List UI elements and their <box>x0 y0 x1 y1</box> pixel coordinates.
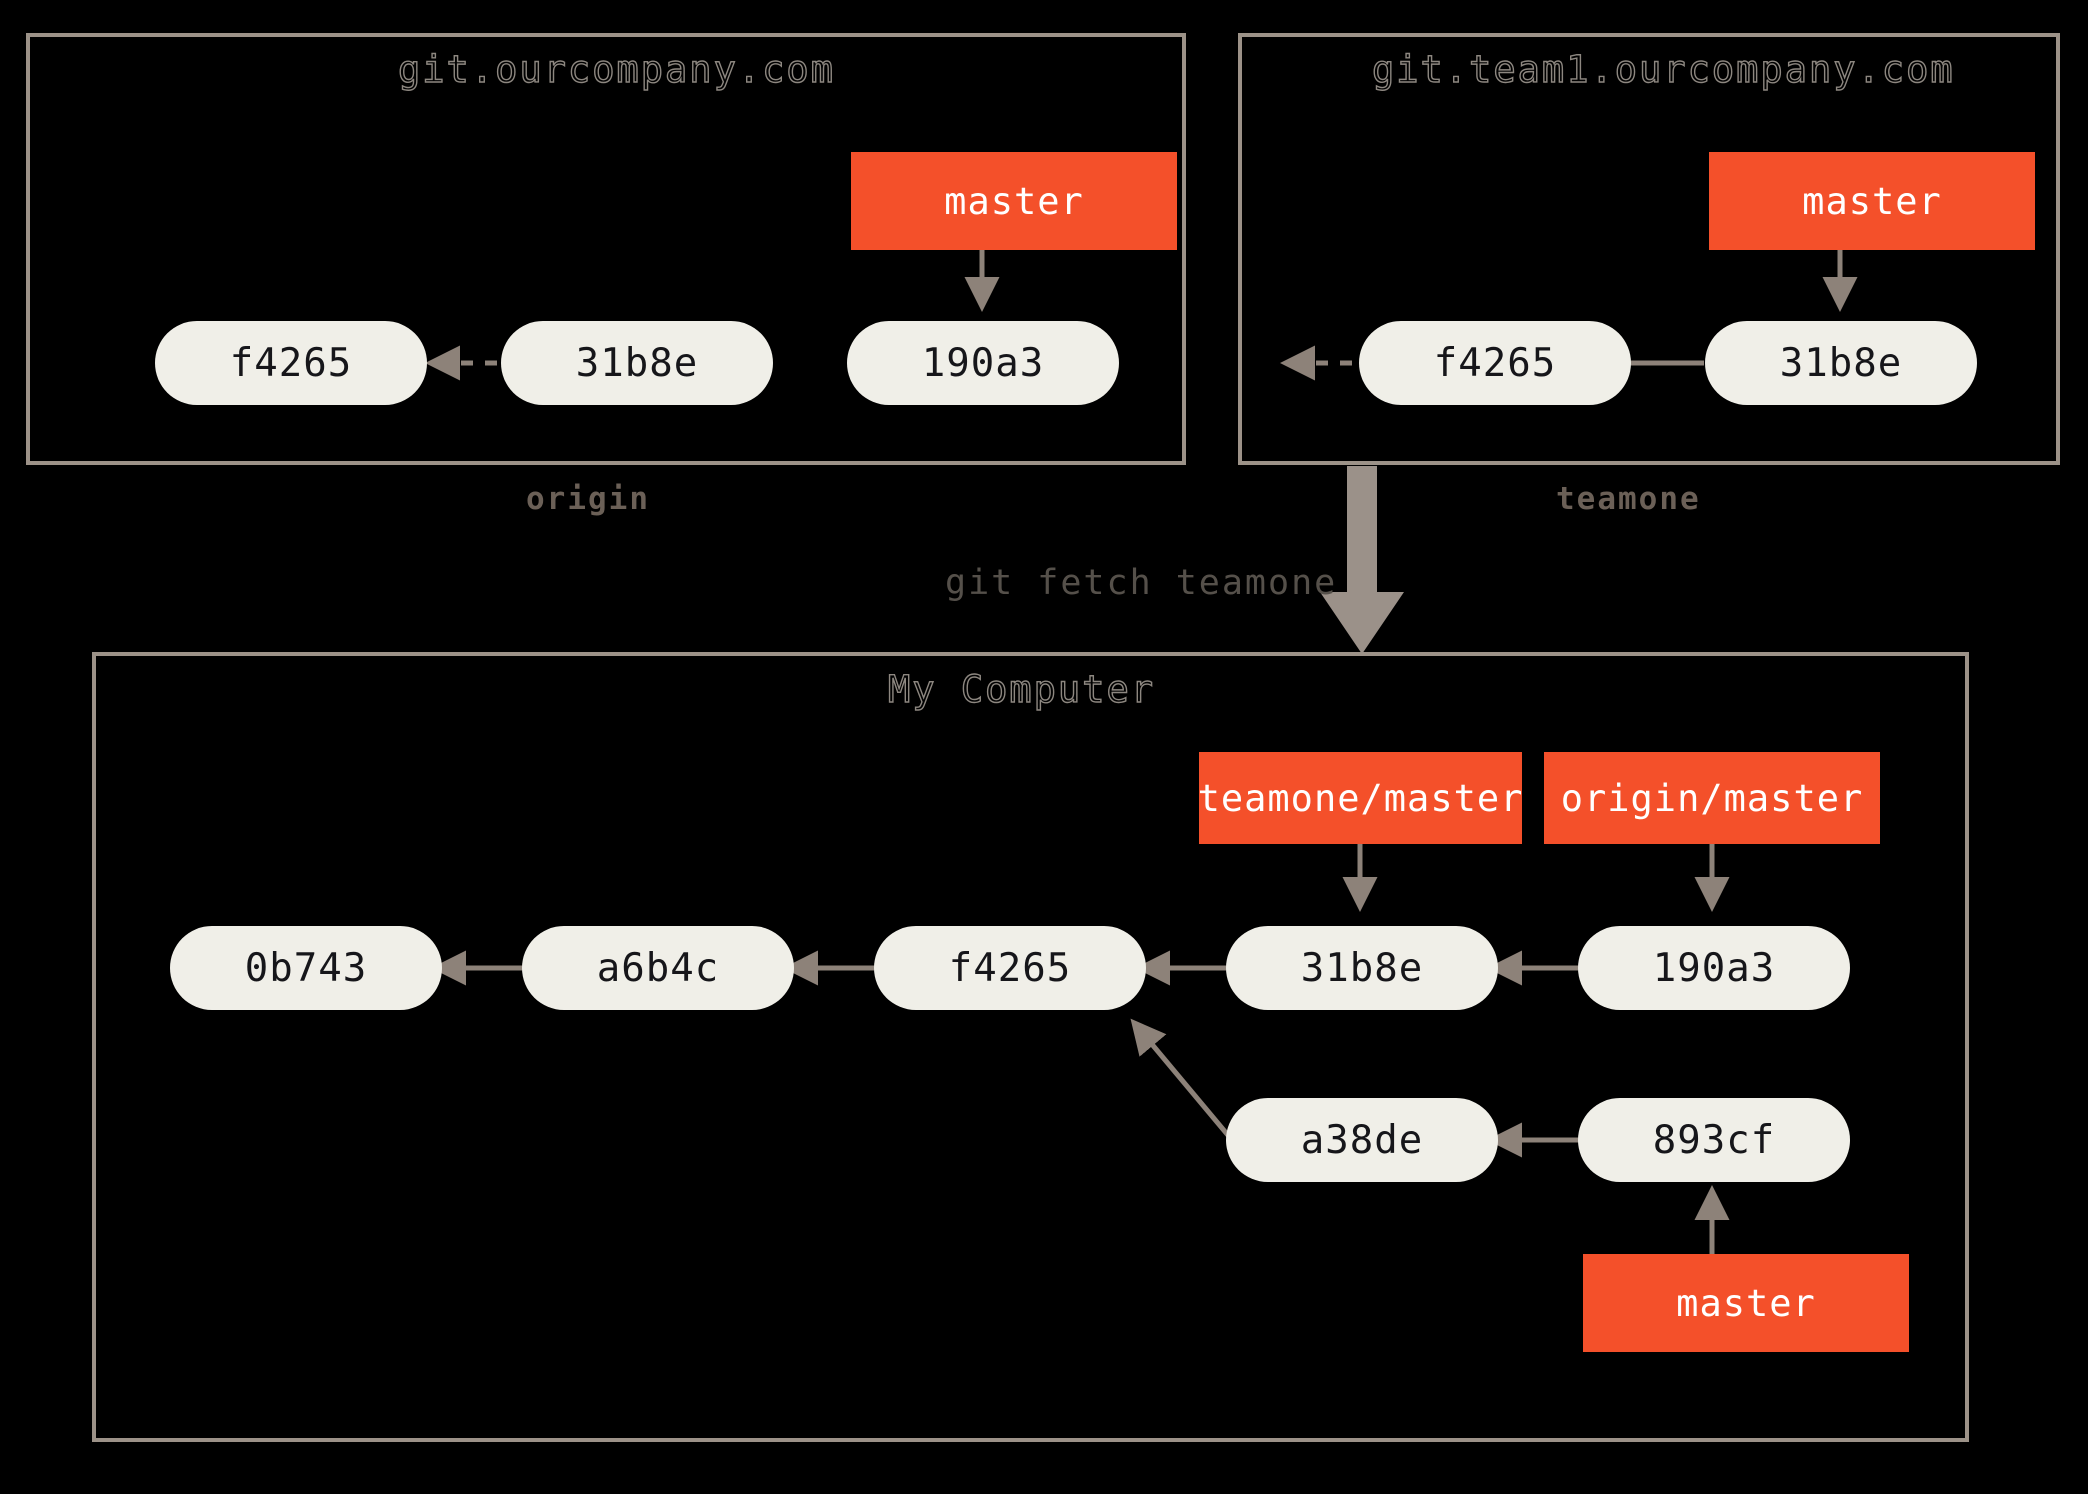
commit-my-a6b4c[interactable]: a6b4c <box>522 926 794 1010</box>
fetch-arrow-shape <box>1320 466 1404 654</box>
commit-my-31b8e[interactable]: 31b8e <box>1226 926 1498 1010</box>
repo-title-mycomputer: My Computer <box>887 667 1156 711</box>
branch-my-teamone-master[interactable]: teamone/master <box>1198 752 1522 844</box>
commit-my-a38de[interactable]: a38de <box>1226 1098 1498 1182</box>
commit-origin-31b8e[interactable]: 31b8e <box>501 321 773 405</box>
repo-title-origin: git.ourcompany.com <box>397 47 835 91</box>
commit-my-f4265[interactable]: f4265 <box>874 926 1146 1010</box>
commit-origin-190a3[interactable]: 190a3 <box>847 321 1119 405</box>
repo-caption-origin: origin <box>526 481 650 517</box>
branch-origin-master[interactable]: master <box>851 152 1177 250</box>
repo-frame-mycomputer <box>92 652 1969 1442</box>
repo-frame-origin <box>26 33 1186 465</box>
commit-my-190a3[interactable]: 190a3 <box>1578 926 1850 1010</box>
commit-my-0b743[interactable]: 0b743 <box>170 926 442 1010</box>
commit-origin-f4265[interactable]: f4265 <box>155 321 427 405</box>
repo-caption-teamone: teamone <box>1556 481 1701 517</box>
fetch-command-label: git fetch teamone <box>945 563 1338 603</box>
commit-teamone-31b8e[interactable]: 31b8e <box>1705 321 1977 405</box>
repo-title-teamone: git.team1.ourcompany.com <box>1371 47 1955 91</box>
branch-my-origin-master[interactable]: origin/master <box>1544 752 1880 844</box>
fetch-arrow <box>1320 466 1404 654</box>
repo-frame-teamone <box>1238 33 2060 465</box>
commit-teamone-f4265[interactable]: f4265 <box>1359 321 1631 405</box>
branch-my-master[interactable]: master <box>1583 1254 1909 1352</box>
branch-teamone-master[interactable]: master <box>1709 152 2035 250</box>
commit-my-893cf[interactable]: 893cf <box>1578 1098 1850 1182</box>
